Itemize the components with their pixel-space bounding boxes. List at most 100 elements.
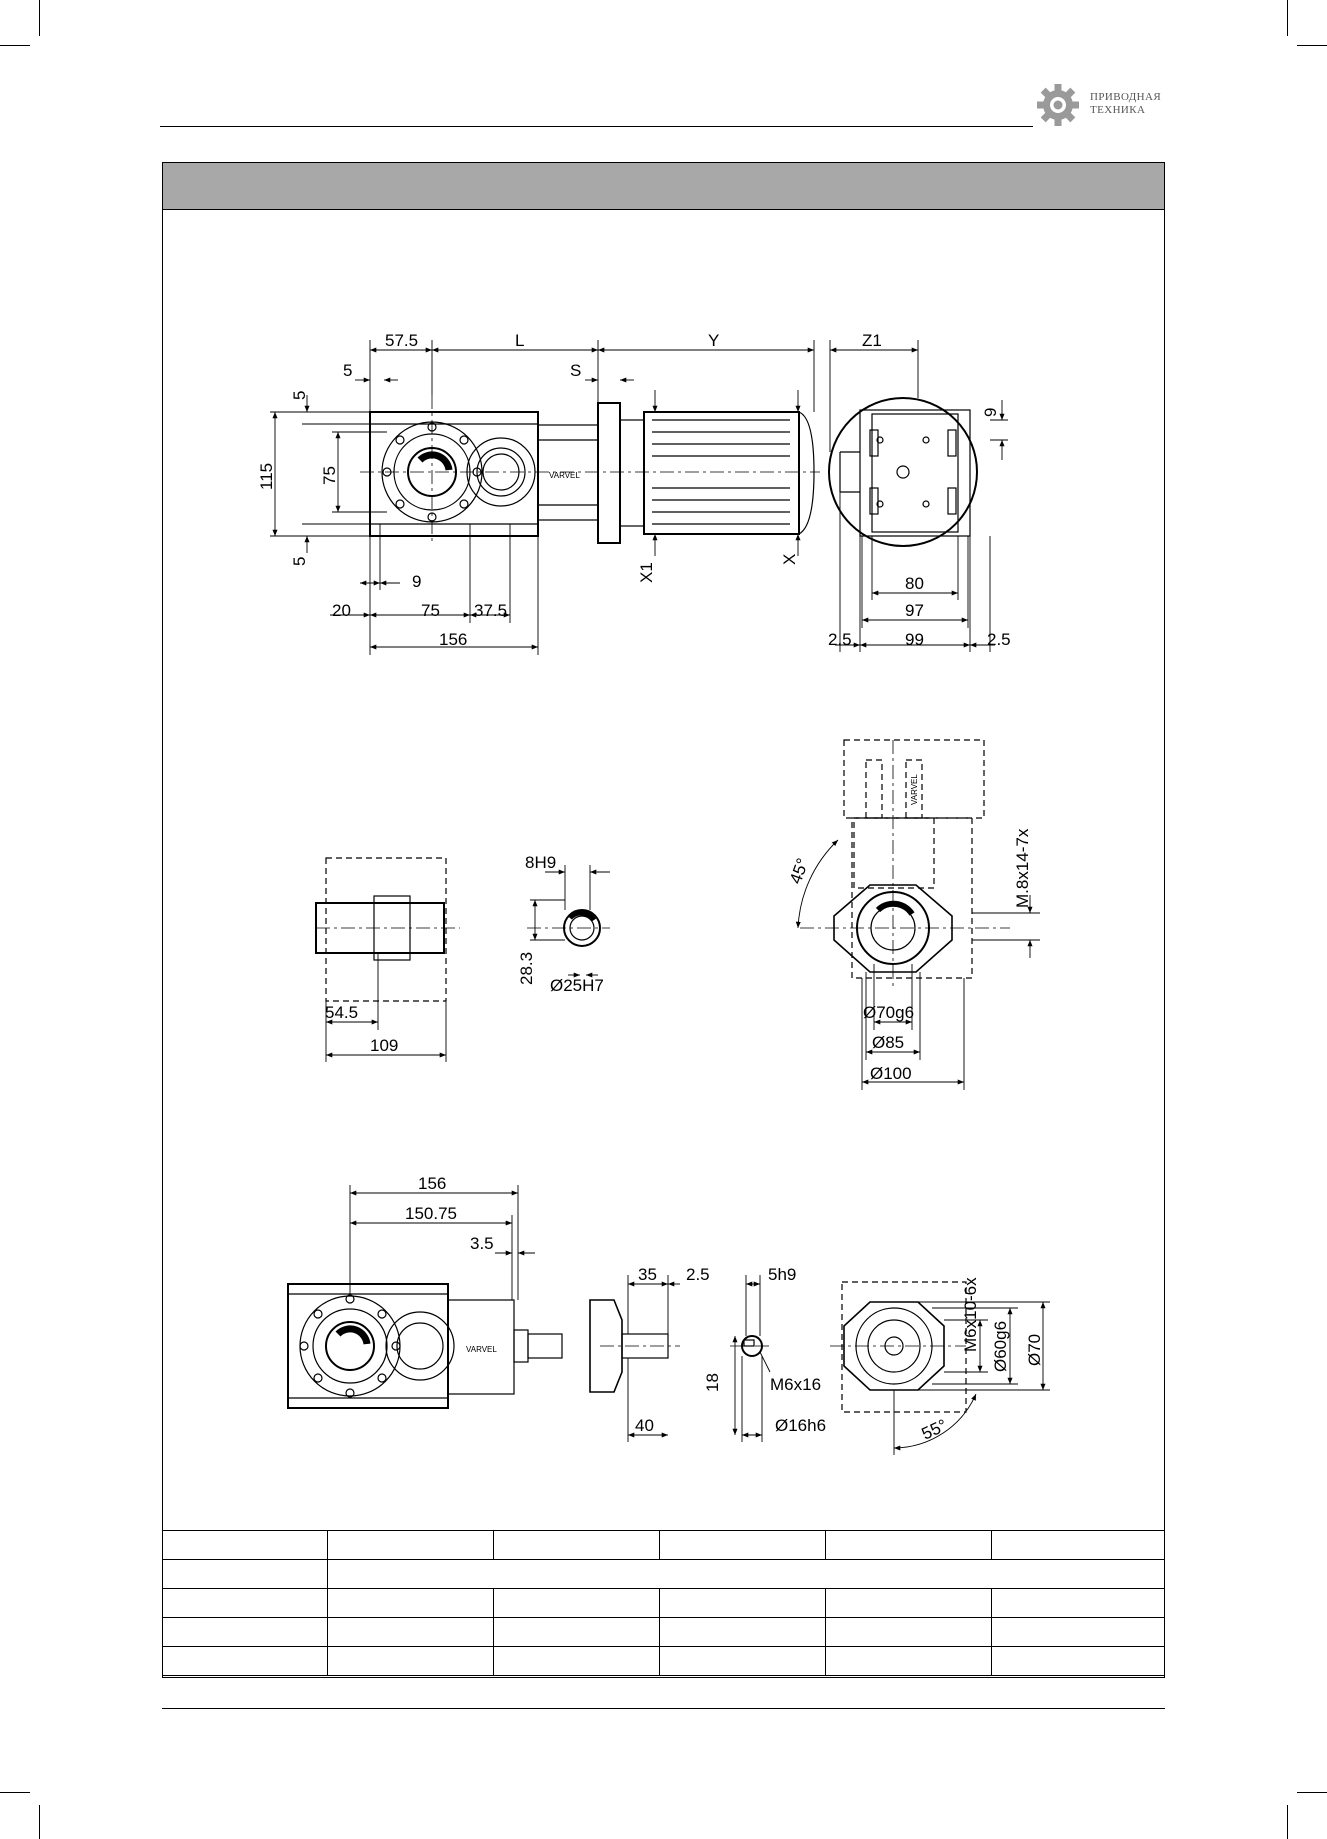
crop-mark xyxy=(1297,1792,1327,1793)
dim-Y: Y xyxy=(708,331,719,350)
content-frame xyxy=(162,162,1165,1678)
gearbox-front-view xyxy=(360,395,820,545)
gearbox-side-view xyxy=(828,397,978,547)
table-row xyxy=(162,1530,1165,1560)
specification-table xyxy=(162,1530,1165,1676)
dim-8H9: 8H9 xyxy=(525,853,556,872)
maker-label: VARVEL xyxy=(466,1345,497,1354)
dim-X1: X1 xyxy=(637,562,656,583)
table-cell xyxy=(659,1530,826,1560)
table-cell xyxy=(162,1530,328,1560)
dim-28-3: 28.3 xyxy=(517,952,536,985)
dim-16h6: Ø16h6 xyxy=(775,1416,826,1435)
dim-37-5: 37.5 xyxy=(474,601,507,620)
dim-70: Ø70 xyxy=(1025,1334,1044,1366)
crop-mark xyxy=(1287,0,1288,36)
table-cell xyxy=(659,1646,826,1676)
dim-75: 75 xyxy=(320,466,339,485)
table-cell xyxy=(162,1617,328,1647)
dim-2-5-right: 2.5 xyxy=(987,630,1011,649)
header-rule xyxy=(160,126,1033,127)
dim-40: 40 xyxy=(635,1416,654,1435)
table-row xyxy=(162,1617,1165,1647)
crop-mark xyxy=(1287,1805,1288,1839)
table-cell xyxy=(659,1588,826,1618)
crop-mark xyxy=(0,1792,30,1793)
dim-M8: M.8x14-7x xyxy=(1013,828,1032,908)
dim-35: 35 xyxy=(638,1265,657,1284)
dim-25H7: Ø25H7 xyxy=(550,976,604,995)
dim-57-5: 57.5 xyxy=(385,331,418,350)
dim-2-5-left: 2.5 xyxy=(828,630,852,649)
table-cell xyxy=(991,1617,1165,1647)
dim-109: 109 xyxy=(370,1036,398,1055)
dim-156-input: 156 xyxy=(418,1174,446,1193)
dim-9-right: 9 xyxy=(981,408,1000,417)
dim-X: X xyxy=(780,554,799,565)
table-cell xyxy=(991,1530,1165,1560)
dim-99: 99 xyxy=(905,630,924,649)
dim-5-top: 5 xyxy=(343,361,352,380)
dim-85: Ø85 xyxy=(872,1033,904,1052)
dimension-labels: 57.5 L Y Z1 5 S 5 115 75 5 9 20 75 37.5 … xyxy=(257,331,1044,1444)
dim-5h9: 5h9 xyxy=(768,1265,796,1284)
maker-label: VARVEL xyxy=(549,471,580,480)
technical-drawing: 57.5 L Y Z1 5 S 5 115 75 5 9 20 75 37.5 … xyxy=(257,331,1050,1455)
table-cell xyxy=(825,1617,992,1647)
dim-M6x10: M6x10-6x xyxy=(961,1277,980,1352)
dim-5-left-top: 5 xyxy=(290,391,309,400)
table-cell xyxy=(327,1559,1165,1589)
table-cell xyxy=(162,1588,328,1618)
crop-mark xyxy=(39,1805,40,1839)
maker-label: VARVEL xyxy=(910,774,919,805)
dimension-lines-view-3 xyxy=(349,1185,1050,1455)
table-cell xyxy=(991,1646,1165,1676)
dim-55-deg: 55° xyxy=(919,1416,950,1444)
dim-3-5: 3.5 xyxy=(470,1234,494,1253)
table-cell xyxy=(327,1617,494,1647)
dim-M6x16: M6x16 xyxy=(770,1375,821,1394)
table-cell xyxy=(825,1588,992,1618)
dimension-lines-view-1 xyxy=(270,340,1008,655)
table-cell xyxy=(825,1646,992,1676)
dim-75-bottom: 75 xyxy=(421,601,440,620)
dim-20: 20 xyxy=(332,601,351,620)
brand-line-2: ТЕХНИКА xyxy=(1090,104,1146,116)
table-cell xyxy=(327,1530,494,1560)
crop-mark xyxy=(0,45,30,46)
footer-rule xyxy=(162,1708,1165,1709)
dim-80: 80 xyxy=(905,574,924,593)
table-cell xyxy=(493,1646,660,1676)
brand-name: ПРИВОДНАЯ ТЕХНИКА xyxy=(1090,91,1161,117)
dim-70g6: Ø70g6 xyxy=(863,1003,914,1022)
table-cell xyxy=(493,1530,660,1560)
table-cell xyxy=(493,1617,660,1647)
dim-2-5-input: 2.5 xyxy=(686,1265,710,1284)
brand-line-1: ПРИВОДНАЯ xyxy=(1090,91,1162,103)
crop-mark xyxy=(39,0,40,36)
table-cell xyxy=(659,1617,826,1647)
table-row xyxy=(162,1588,1165,1618)
frame-header-band xyxy=(163,163,1164,210)
input-shaft-view xyxy=(287,1281,967,1413)
dim-150-75: 150.75 xyxy=(405,1204,457,1223)
table-cell xyxy=(327,1646,494,1676)
hollow-shaft-view xyxy=(315,739,1010,1002)
dimension-lines-view-2 xyxy=(325,839,1040,1090)
dim-18: 18 xyxy=(703,1373,722,1392)
dim-Z1: Z1 xyxy=(862,331,882,350)
table-cell xyxy=(493,1588,660,1618)
dim-L: L xyxy=(515,331,524,350)
dim-5-left-bottom: 5 xyxy=(290,557,309,566)
gear-icon xyxy=(1037,84,1079,126)
dim-60g6: Ø60g6 xyxy=(991,1321,1010,1372)
crop-mark xyxy=(1297,45,1327,46)
table-cell xyxy=(825,1530,992,1560)
dim-115: 115 xyxy=(257,463,276,490)
table-row xyxy=(162,1559,1165,1589)
table-cell xyxy=(991,1588,1165,1618)
dim-54-5: 54.5 xyxy=(325,1003,358,1022)
table-row xyxy=(162,1646,1165,1676)
dim-156: 156 xyxy=(439,630,467,649)
dim-100: Ø100 xyxy=(870,1064,912,1083)
